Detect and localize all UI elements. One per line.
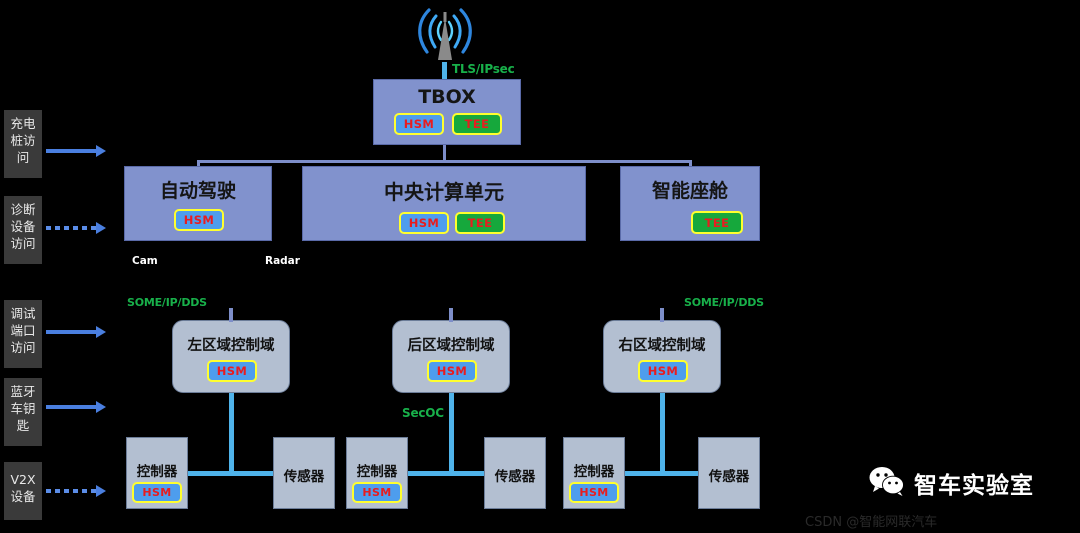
peripheral-label-radar: Radar: [265, 255, 300, 267]
wechat-icon: [869, 466, 905, 500]
threat-chip-debug-port[interactable]: 调试端口访问: [4, 300, 42, 368]
node-sensor-left[interactable]: 传感器: [273, 437, 335, 509]
zone-controller-label-0: 左区域控制域: [187, 338, 275, 354]
tbox-tee-module[interactable]: TEE: [452, 113, 502, 135]
zone-left-uplink: [229, 308, 233, 322]
tbox-hsm-module[interactable]: HSM: [394, 113, 444, 135]
domain-backbone-bus: [198, 160, 691, 163]
zone-controller-rear[interactable]: 后区域控制域 HSM: [392, 320, 510, 393]
bus-branch-rear: [406, 471, 496, 476]
watermark-credit: CSDN @智能网联汽车: [805, 515, 938, 530]
node-label-controller-right: 控制器: [573, 464, 615, 480]
bus-trunk-rear: [449, 393, 454, 475]
protocol-label-tls-ipsec: TLS/IPsec: [452, 62, 515, 76]
ad-hsm-module[interactable]: HSM: [174, 209, 224, 231]
node-controller-left-hsm[interactable]: HSM: [132, 482, 182, 503]
zone-controller-label-1: 后区域控制域: [407, 338, 495, 354]
node-label-sensor-rear: 传感器: [494, 469, 536, 485]
watermark: 智车实验室: [869, 466, 1034, 500]
zone-rear-hsm-module[interactable]: HSM: [427, 360, 477, 382]
bus-branch-left: [186, 471, 276, 476]
antenna-tbox-link: [442, 62, 447, 80]
threat-arrow-bluetooth-key: [46, 405, 98, 409]
domain-controller-label-1: 中央计算单元: [384, 180, 504, 204]
threat-chip-charging-pile[interactable]: 充电桩访问: [4, 110, 42, 178]
zone-right-hsm-module[interactable]: HSM: [638, 360, 688, 382]
radio-tower-icon: [405, 2, 485, 64]
threat-arrowhead-v2x-device: [96, 485, 106, 497]
cockpit-tee-module[interactable]: TEE: [691, 211, 743, 234]
backbone-drop-cockpit: [689, 160, 692, 169]
domain-controller-central-compute[interactable]: 中央计算单元 HSM TEE: [302, 166, 586, 241]
protocol-label-secoc: SecOC: [402, 406, 444, 420]
threat-arrow-diagnostic-device: [46, 226, 98, 230]
node-label-controller-rear: 控制器: [356, 464, 398, 480]
node-label-sensor-right: 传感器: [708, 469, 750, 485]
threat-arrowhead-bluetooth-key: [96, 401, 106, 413]
peripheral-label-cam: Cam: [132, 255, 158, 267]
domain-controller-label-0: 自动驾驶: [159, 180, 236, 202]
threat-arrow-v2x-device: [46, 489, 98, 493]
zone-controller-left[interactable]: 左区域控制域 HSM: [172, 320, 290, 393]
node-label-sensor-left: 传感器: [283, 469, 325, 485]
threat-arrowhead-debug-port: [96, 326, 106, 338]
node-controller-right[interactable]: 控制器 HSM: [563, 437, 625, 509]
protocol-label-someip-right: SOME/IP/DDS: [684, 296, 764, 309]
threat-chip-v2x-device[interactable]: V2X设备: [4, 462, 42, 520]
node-controller-rear-hsm[interactable]: HSM: [352, 482, 402, 503]
threat-arrow-debug-port: [46, 330, 98, 334]
tbox-label: TBOX: [418, 86, 476, 108]
threat-arrow-charging-pile: [46, 149, 98, 153]
node-sensor-rear[interactable]: 传感器: [484, 437, 546, 509]
threat-chip-bluetooth-key[interactable]: 蓝牙车钥匙: [4, 378, 42, 446]
zone-controller-right[interactable]: 右区域控制域 HSM: [603, 320, 721, 393]
tbox-backbone-link: [443, 145, 446, 162]
node-controller-rear[interactable]: 控制器 HSM: [346, 437, 408, 509]
bus-trunk-right: [660, 393, 665, 475]
ccu-tee-module[interactable]: TEE: [455, 212, 505, 234]
zone-left-hsm-module[interactable]: HSM: [207, 360, 257, 382]
zone-controller-label-2: 右区域控制域: [618, 338, 706, 354]
bus-branch-right: [617, 471, 707, 476]
node-sensor-right[interactable]: 传感器: [698, 437, 760, 509]
domain-controller-label-2: 智能座舱: [651, 180, 728, 202]
protocol-label-someip-left: SOME/IP/DDS: [127, 296, 207, 309]
node-label-controller-left: 控制器: [136, 464, 178, 480]
bus-trunk-left: [229, 393, 234, 475]
domain-controller-smart-cockpit[interactable]: 智能座舱 TEE: [620, 166, 760, 241]
watermark-brand: 智车实验室: [914, 473, 1034, 499]
node-controller-left[interactable]: 控制器 HSM: [126, 437, 188, 509]
threat-chip-diagnostic-device[interactable]: 诊断设备访问: [4, 196, 42, 264]
tbox-box[interactable]: TBOX HSM TEE: [373, 79, 521, 145]
ccu-hsm-module[interactable]: HSM: [399, 212, 449, 234]
threat-arrowhead-charging-pile: [96, 145, 106, 157]
node-controller-right-hsm[interactable]: HSM: [569, 482, 619, 503]
domain-controller-autonomous-driving[interactable]: 自动驾驶 HSM: [124, 166, 272, 241]
zone-right-uplink: [660, 308, 664, 322]
threat-arrowhead-diagnostic-device: [96, 222, 106, 234]
backbone-drop-ad: [197, 160, 200, 169]
zone-rear-uplink: [449, 308, 453, 322]
